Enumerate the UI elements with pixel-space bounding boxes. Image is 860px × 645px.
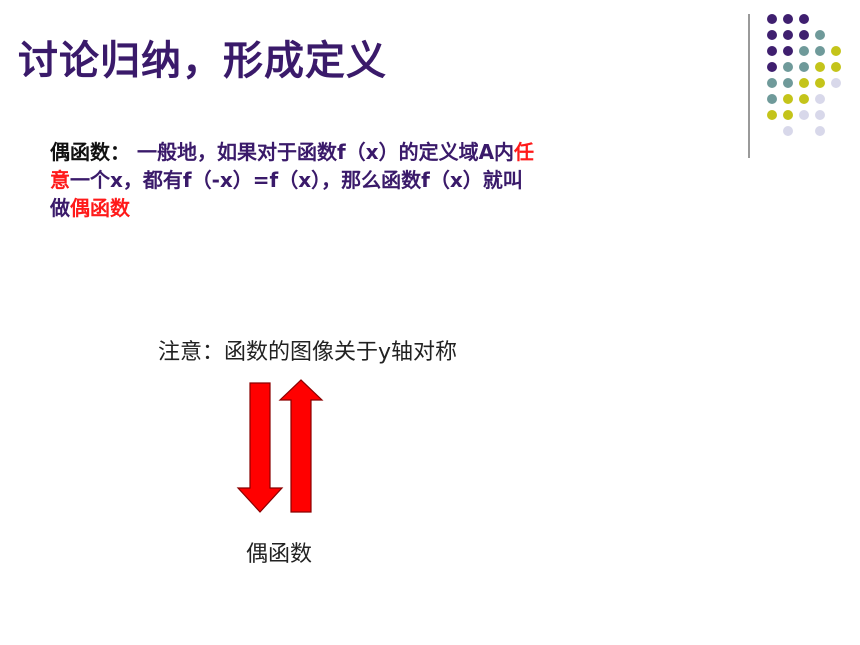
highlight-even-function: 偶函数 [70, 196, 130, 220]
definition-term: 偶函数： [50, 140, 130, 164]
definition-text-2: 一个x，都有f（-x）=f（x），那么函数f（x）就叫 [70, 168, 523, 192]
decorative-divider [748, 14, 750, 158]
slide-title: 讨论归纳，形成定义 [18, 38, 387, 84]
up-arrow-icon [278, 379, 324, 513]
definition-text-1: 一般地，如果对于函数f（x）的定义域A内 [130, 140, 515, 164]
decorative-dot-grid [767, 14, 841, 136]
arrow-diagram [236, 379, 324, 513]
highlight-any-1: 任 [514, 140, 535, 164]
highlight-any-2: 意 [50, 168, 70, 192]
diagram-caption: 偶函数 [246, 542, 313, 567]
definition-text-3: 做 [50, 196, 70, 220]
even-function-definition: 偶函数： 一般地，如果对于函数f（x）的定义域A内任 意一个x，都有f（-x）=… [50, 138, 650, 222]
symmetry-note: 注意：函数的图像关于y轴对称 [158, 340, 458, 365]
down-arrow-icon [236, 382, 284, 513]
